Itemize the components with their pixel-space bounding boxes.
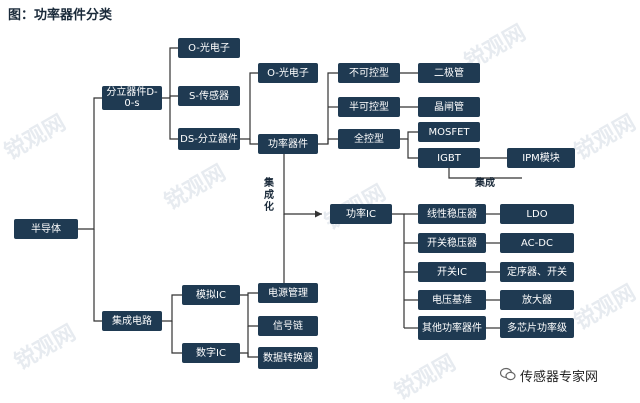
node-thyristor: 晶闸管 bbox=[418, 97, 480, 117]
node-data-converter: 数据转换器 bbox=[258, 347, 318, 369]
node-igbt: IGBT bbox=[418, 148, 480, 168]
node-sensors: S-传感器 bbox=[178, 86, 240, 106]
node-ac-dc: AC-DC bbox=[500, 233, 574, 253]
node-other-power: 其他功率器件 bbox=[418, 316, 486, 340]
node-uncontrolled: 不可控型 bbox=[338, 63, 400, 83]
node-sequencer-switch: 定序器、开关 bbox=[500, 262, 574, 282]
node-switch-ic: 开关IC bbox=[418, 262, 486, 282]
node-voltage-reference: 电压基准 bbox=[418, 290, 486, 310]
node-digital-ic: 数字IC bbox=[182, 343, 240, 363]
node-diode: 二极管 bbox=[418, 63, 480, 83]
footer-source: 传感器专家网 bbox=[520, 370, 599, 385]
node-semi-controlled: 半可控型 bbox=[338, 97, 400, 117]
node-optoelectronics-l1: O-光电子 bbox=[178, 38, 240, 58]
node-fully-controlled: 全控型 bbox=[338, 129, 400, 149]
node-amplifier: 放大器 bbox=[500, 290, 574, 310]
node-switching-regulator: 开关稳压器 bbox=[418, 233, 486, 253]
wechat-icon bbox=[500, 367, 516, 381]
node-integrated-circuit: 集成电路 bbox=[102, 311, 162, 331]
label-integration-horizontal: 集成 bbox=[475, 178, 495, 189]
node-analog-ic: 模拟IC bbox=[182, 285, 240, 305]
node-power-ic: 功率IC bbox=[330, 204, 392, 224]
node-mosfet: MOSFET bbox=[418, 122, 480, 142]
node-multichip-power-stage: 多芯片功率级 bbox=[500, 318, 574, 338]
node-power-device: 功率器件 bbox=[258, 134, 318, 154]
node-linear-regulator: 线性稳压器 bbox=[418, 204, 486, 224]
node-semiconductor: 半导体 bbox=[14, 219, 78, 239]
node-optoelectronics-l2: O-光电子 bbox=[258, 63, 318, 83]
node-ds-discrete: DS-分立器件 bbox=[178, 128, 240, 150]
label-integration-vertical: 集成化 bbox=[264, 178, 274, 213]
node-power-management: 电源管理 bbox=[258, 283, 318, 303]
node-ipm-module: IPM模块 bbox=[507, 148, 575, 168]
page-title: 图：功率器件分类 bbox=[8, 8, 113, 23]
node-discrete-devices: 分立器件D-0-s bbox=[102, 86, 162, 110]
node-signal-chain: 信号链 bbox=[258, 316, 318, 336]
node-ldo: LDO bbox=[500, 204, 574, 224]
